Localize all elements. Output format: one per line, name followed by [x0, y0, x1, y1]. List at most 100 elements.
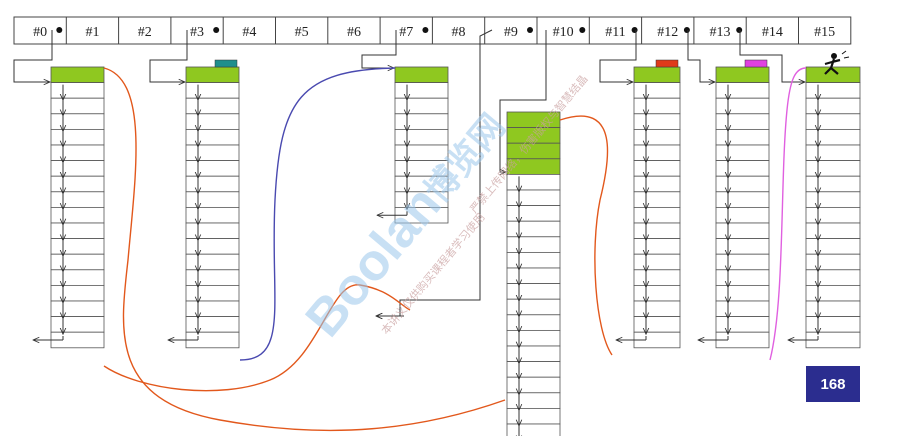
block-cell: [715, 238, 770, 255]
block-cell: [506, 220, 561, 238]
block-cell: [50, 284, 105, 302]
block-cell: [715, 191, 770, 208]
curve-orange-1: [103, 67, 506, 432]
block-cell: [715, 222, 770, 240]
block-cell: [715, 253, 770, 271]
block-cell: [50, 175, 105, 193]
block-header-cell: [50, 66, 105, 84]
block-cell: [805, 206, 861, 224]
array-cell-label: #11: [605, 25, 625, 40]
block-cell: [506, 283, 561, 300]
block-cell: [50, 316, 105, 333]
block-cell: [633, 222, 681, 240]
block-cell: [805, 191, 861, 208]
array-cell-label: #6: [347, 25, 361, 40]
pointer-to-block-10: [499, 30, 547, 172]
block-cell: [633, 300, 681, 318]
block-header-cell: [715, 66, 770, 84]
array-cell-label: #13: [710, 25, 731, 40]
array-cell-label: #2: [138, 25, 152, 40]
block-cell: [506, 329, 561, 347]
block-cell: [805, 269, 861, 286]
block-cell: [50, 144, 105, 162]
block-cell: [50, 191, 105, 208]
block-cell: [715, 284, 770, 302]
array-cell-label: #3: [190, 25, 204, 40]
size-badge: 168: [806, 366, 860, 402]
size-badge-text: 168: [820, 376, 845, 393]
array-cell-label: #15: [814, 25, 835, 40]
block-cell: [633, 269, 681, 286]
block-cell: [805, 113, 861, 130]
block-cell: [633, 253, 681, 271]
block-cell: [633, 128, 681, 146]
array-cell-label: #4: [242, 25, 256, 40]
curve-magenta: [769, 67, 807, 361]
block-cell: [715, 144, 770, 162]
block-cell: [715, 160, 770, 177]
block-cell: [633, 206, 681, 224]
block-cell: [805, 175, 861, 193]
pointer-dot: [527, 27, 533, 33]
array-cell-label: #8: [452, 25, 466, 40]
array-cell-label: #9: [504, 25, 518, 40]
block-cell: [506, 407, 561, 425]
block-cell: [50, 128, 105, 146]
block-cell: [633, 160, 681, 177]
block-cell: [805, 82, 861, 99]
curve-blue: [239, 67, 396, 361]
block-tag: [655, 59, 679, 68]
block-cell: [185, 113, 240, 130]
block-cell: [185, 97, 240, 115]
block-cell: [633, 191, 681, 208]
pointer-dot: [213, 27, 220, 33]
block-cell: [805, 97, 861, 115]
block-cell: [506, 392, 561, 409]
block-cell: [50, 269, 105, 286]
block-tag: [214, 59, 238, 68]
block-cell: [805, 144, 861, 162]
block-cell: [805, 160, 861, 177]
array-cell-label: #10: [553, 25, 574, 40]
block-cell: [185, 300, 240, 318]
pointer-to-block-12: [687, 30, 715, 82]
block-cell: [633, 175, 681, 193]
block-cell: [50, 160, 105, 177]
block-cell: [506, 314, 561, 331]
array-cell-label: #5: [295, 25, 309, 40]
block-cell: [633, 238, 681, 255]
block-cell: [185, 284, 240, 302]
block-cell: [50, 97, 105, 115]
array-cell-label: #1: [85, 25, 99, 40]
block-cell: [50, 300, 105, 318]
curve-orange-2: [103, 284, 411, 392]
block-cell: [715, 300, 770, 318]
block-cell: [506, 236, 561, 253]
block-cell: [185, 316, 240, 333]
block-cell: [805, 284, 861, 302]
block-cell: [506, 267, 561, 285]
pointer-to-block-3: [149, 30, 188, 82]
block-cell: [185, 269, 240, 286]
block-cell: [715, 82, 770, 99]
block-cell: [506, 345, 561, 363]
block-cell: [506, 251, 561, 269]
block-cell: [185, 253, 240, 271]
memory-block: [698, 59, 770, 349]
block-cell: [805, 253, 861, 271]
memory-block: [788, 66, 861, 349]
array-cell-label: #7: [399, 25, 413, 40]
block-cell: [805, 128, 861, 146]
block-cell: [185, 206, 240, 224]
list-connectors: [13, 29, 805, 316]
block-cell: [633, 144, 681, 162]
block-cell: [715, 113, 770, 130]
block-cell: [506, 361, 561, 378]
block-cell: [185, 238, 240, 255]
block-cell: [506, 376, 561, 394]
memory-block: [506, 111, 561, 436]
pointer-dot: [683, 27, 690, 33]
block-tag: [744, 59, 768, 68]
block-header-cell: [394, 66, 449, 84]
block-header-cell: [633, 66, 681, 84]
